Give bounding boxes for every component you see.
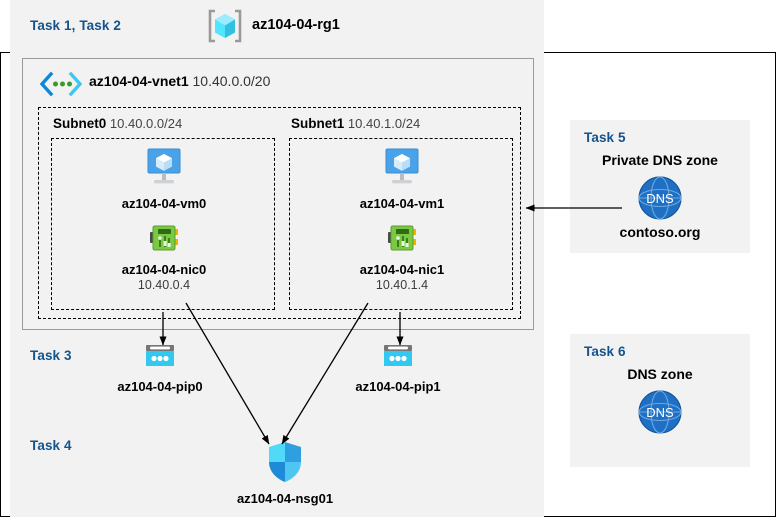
resource-group-header: Task 1, Task 2 az104-04-rg1 xyxy=(10,0,544,52)
vm-1-label: az104-04-vm1 xyxy=(359,196,445,211)
network-security-group-label: az104-04-nsg01 xyxy=(236,491,334,506)
task-6-title: DNS zone xyxy=(627,366,693,382)
network-interface-icon xyxy=(385,225,419,259)
subnet-1-title: Subnet1 10.40.1.0/24 xyxy=(291,116,420,131)
task-5-zone-name: contoso.org xyxy=(619,224,701,240)
dns-globe-icon: DNS xyxy=(630,388,690,436)
vnet-subnets-container: Subnet0 10.40.0.0/24 xyxy=(38,107,521,319)
resource-group-cube-icon xyxy=(206,7,244,45)
resource-group-task-label: Task 1, Task 2 xyxy=(30,18,121,33)
task-5-label: Task 5 xyxy=(584,130,626,145)
public-ip-address-icon xyxy=(380,345,416,376)
task-5-title: Private DNS zone xyxy=(602,152,718,168)
svg-text:DNS: DNS xyxy=(646,191,674,206)
task-3-panel: Task 3 az104-04-pip0 xyxy=(10,334,544,414)
virtual-machine-icon xyxy=(380,148,424,193)
subnet-1-name: Subnet1 xyxy=(291,116,345,131)
task-5-panel: Task 5 Private DNS zone DNS contoso.org xyxy=(570,120,750,253)
public-ip-0-label: az104-04-pip0 xyxy=(117,379,203,394)
public-ip-1-node: az104-04-pip1 xyxy=(318,342,478,394)
resource-group-name: az104-04-rg1 xyxy=(252,17,340,33)
subnet-1-cidr: 10.40.1.0/24 xyxy=(347,116,421,131)
public-ip-0-node: az104-04-pip0 xyxy=(80,342,240,394)
subnet-0-title: Subnet0 10.40.0.0/24 xyxy=(53,116,182,131)
vm-1-node: az104-04-vm1 xyxy=(290,147,514,211)
task-4-panel: Task 4 az104-04-nsg xyxy=(10,424,544,506)
svg-text:DNS: DNS xyxy=(646,405,674,420)
virtual-network-icon xyxy=(39,71,83,97)
task-6-panel: Task 6 DNS zone DNS xyxy=(570,334,750,467)
nic-0-label: az104-04-nic0 xyxy=(121,262,207,277)
subnet-0: Subnet0 10.40.0.0/24 xyxy=(49,116,277,312)
task-4-label: Task 4 xyxy=(30,438,72,453)
nic-1-label: az104-04-nic1 xyxy=(359,262,445,277)
virtual-network-name: az104-04-vnet1 xyxy=(89,73,189,89)
virtual-network-title: az104-04-vnet1 10.40.0.0/20 xyxy=(89,73,270,89)
public-ip-1-label: az104-04-pip1 xyxy=(355,379,441,394)
virtual-network-cidr: 10.40.0.0/20 xyxy=(192,73,271,89)
network-security-group-node: az104-04-nsg01 xyxy=(205,440,365,506)
nic-1-ip: 10.40.1.4 xyxy=(375,278,429,292)
nic-1-node: az104-04-nic1 10.40.1.4 xyxy=(290,223,514,292)
dns-globe-icon: DNS xyxy=(630,174,690,222)
public-ip-address-icon xyxy=(142,345,178,376)
virtual-network-box: az104-04-vnet1 10.40.0.0/20 Subnet0 10.4… xyxy=(22,58,534,330)
subnet-0-name: Subnet0 xyxy=(53,116,107,131)
virtual-machine-icon xyxy=(142,148,186,193)
network-security-group-shield-icon xyxy=(265,442,305,488)
nic-0-node: az104-04-nic0 10.40.0.4 xyxy=(52,223,276,292)
nic-0-ip: 10.40.0.4 xyxy=(137,278,191,292)
vm-0-label: az104-04-vm0 xyxy=(121,196,207,211)
subnet-1: Subnet1 10.40.1.0/24 xyxy=(287,116,515,312)
subnet-1-resources: az104-04-vm1 xyxy=(289,138,513,310)
vm-0-node: az104-04-vm0 xyxy=(52,147,276,211)
task-3-label: Task 3 xyxy=(30,348,72,363)
network-interface-icon xyxy=(147,225,181,259)
subnet-0-cidr: 10.40.0.0/24 xyxy=(109,116,183,131)
task-6-label: Task 6 xyxy=(584,344,626,359)
subnet-0-resources: az104-04-vm0 xyxy=(51,138,275,310)
